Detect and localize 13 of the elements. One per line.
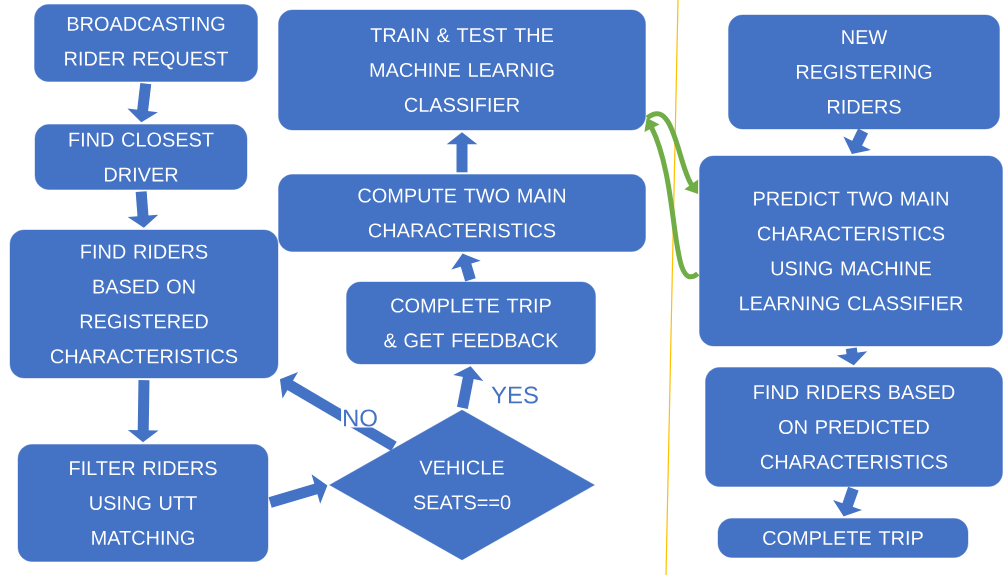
edge-label: NO xyxy=(341,408,379,428)
arrow xyxy=(268,474,328,508)
process-box: FIND CLOSEST DRIVER xyxy=(34,124,248,190)
process-box: COMPUTE TWO MAIN CHARACTERISTICS xyxy=(278,174,646,252)
process-box: COMPLETE TRIP & GET FEEDBACK xyxy=(346,281,596,365)
process-box: NEW REGISTERING RIDERS xyxy=(728,14,1000,130)
process-box: FILTER RIDERS USING UTT MATCHING xyxy=(17,444,269,562)
process-box: TRAIN & TEST THE MACHINE LEARNIG CLASSIFIER xyxy=(278,9,646,131)
process-box: BROADCASTING RIDER REQUEST xyxy=(34,4,258,82)
process-box: FIND RIDERS BASED ON PREDICTED CHARACTERISTICS xyxy=(705,367,1003,487)
process-box: FIND RIDERS BASED ON REGISTERED CHARACTERISTICS xyxy=(9,229,279,379)
edge-label: YES xyxy=(490,385,540,405)
process-box: PREDICT TWO MAIN CHARACTERISTICS USING MACHINE LEARNING CLASSIFIER xyxy=(699,155,1003,347)
